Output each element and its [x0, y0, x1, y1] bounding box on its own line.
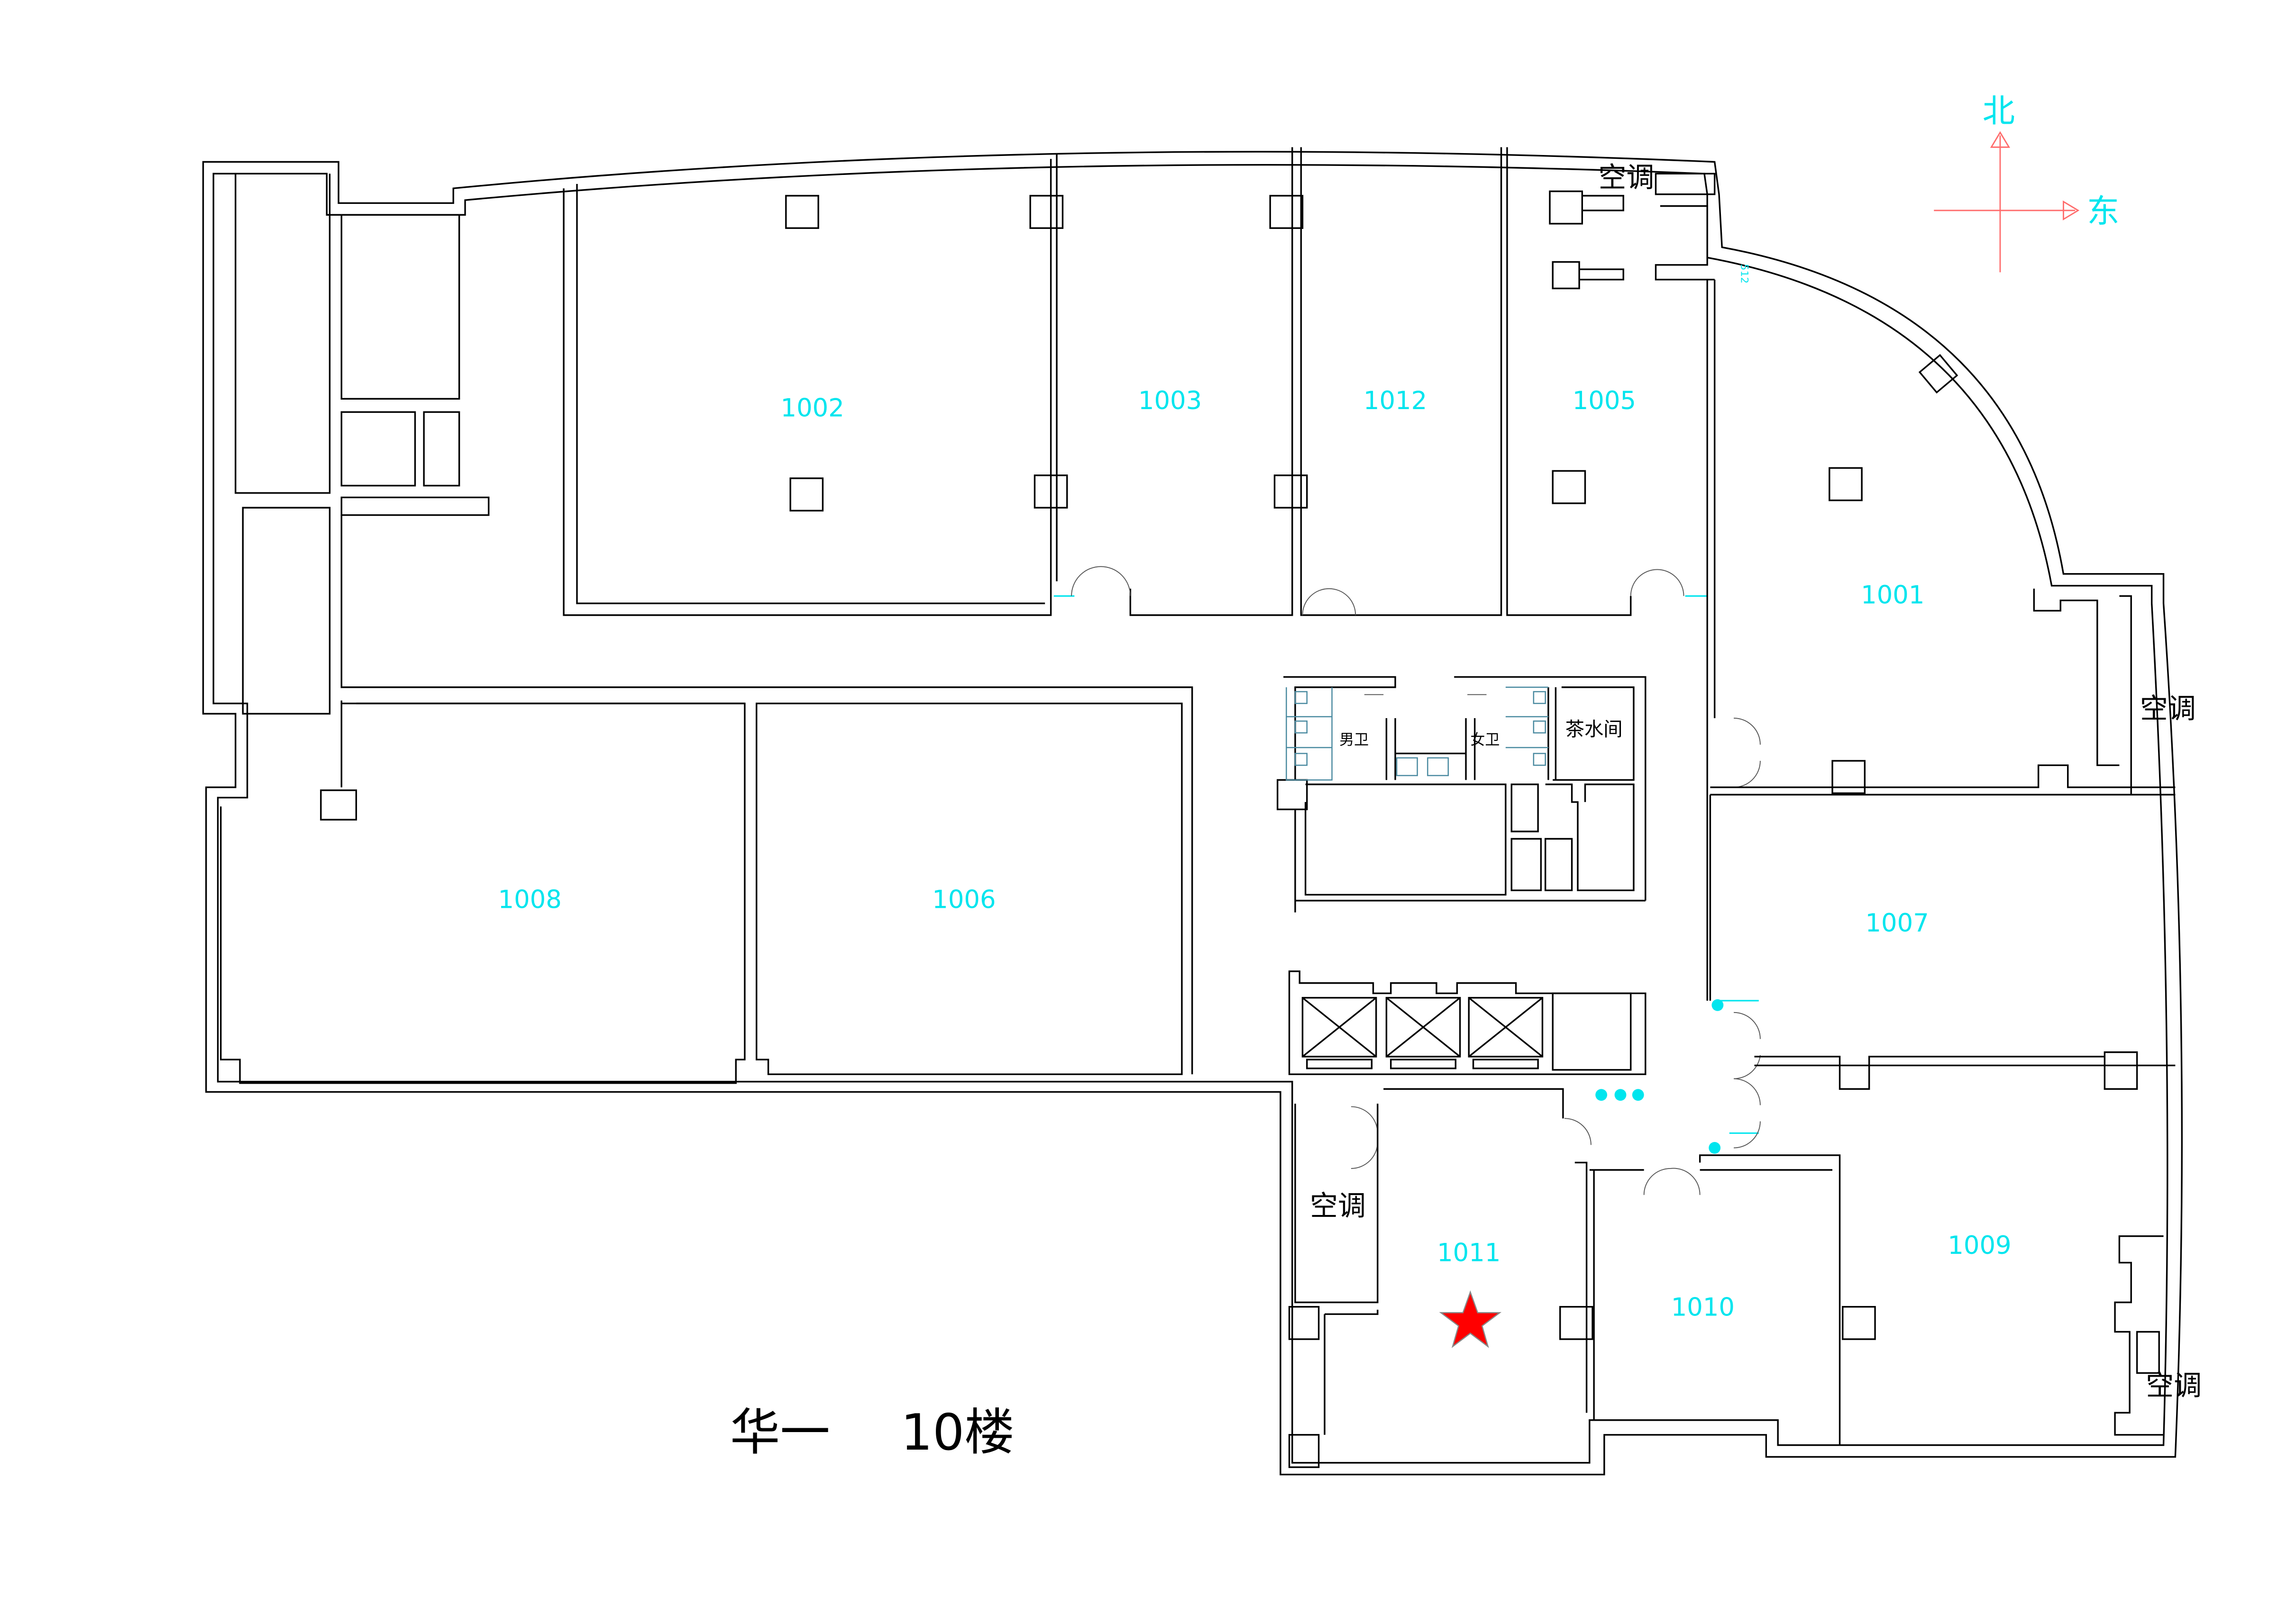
room-1005-label: 1005	[1573, 386, 1636, 415]
room-1008-label: 1008	[498, 885, 562, 914]
ac-label-east: 空调	[2140, 692, 2196, 725]
outer-wall	[202, 151, 2183, 1476]
room-1010-label: 1010	[1671, 1293, 1735, 1322]
pantry-label: 茶水间	[1565, 718, 1623, 740]
room-1001-label: 1001	[1861, 581, 1924, 610]
ac-label-south: 空调	[1310, 1189, 1366, 1222]
compass: 北 东	[1934, 93, 2119, 273]
womens-restroom-label: 女卫	[1470, 731, 1500, 749]
building-title: 华一	[730, 1403, 830, 1461]
east-label: 东	[2087, 193, 2119, 230]
room-1011-label: 1011	[1437, 1238, 1500, 1267]
ac-label-southeast: 空调	[2146, 1369, 2202, 1402]
room-1006-label: 1006	[932, 885, 996, 914]
north-offices	[563, 147, 1958, 616]
doors	[1053, 566, 1761, 1195]
west-service-rooms	[235, 173, 1193, 1075]
room-1002-label: 1002	[781, 394, 844, 423]
room-1007-label: 1007	[1865, 909, 1929, 938]
east-offices	[1559, 279, 2176, 1445]
ac-label-north: 空调	[1598, 161, 1654, 193]
flower-symbols	[1595, 999, 1724, 1154]
mens-restroom-label: 男卫	[1339, 731, 1369, 749]
elevators	[1288, 970, 1647, 1075]
south-rooms	[1288, 1088, 1588, 1468]
dimension-label: 512	[1738, 264, 1750, 283]
location-star-icon	[1439, 1290, 1502, 1348]
room-1012-label: 1012	[1363, 386, 1427, 415]
room-1003-label: 1003	[1138, 386, 1202, 415]
room-1009-label: 1009	[1948, 1231, 2011, 1260]
floor-title: 10楼	[901, 1403, 1015, 1461]
center-core	[1276, 676, 1647, 913]
north-label: 北	[1983, 93, 2015, 130]
west-offices	[220, 700, 1183, 1084]
